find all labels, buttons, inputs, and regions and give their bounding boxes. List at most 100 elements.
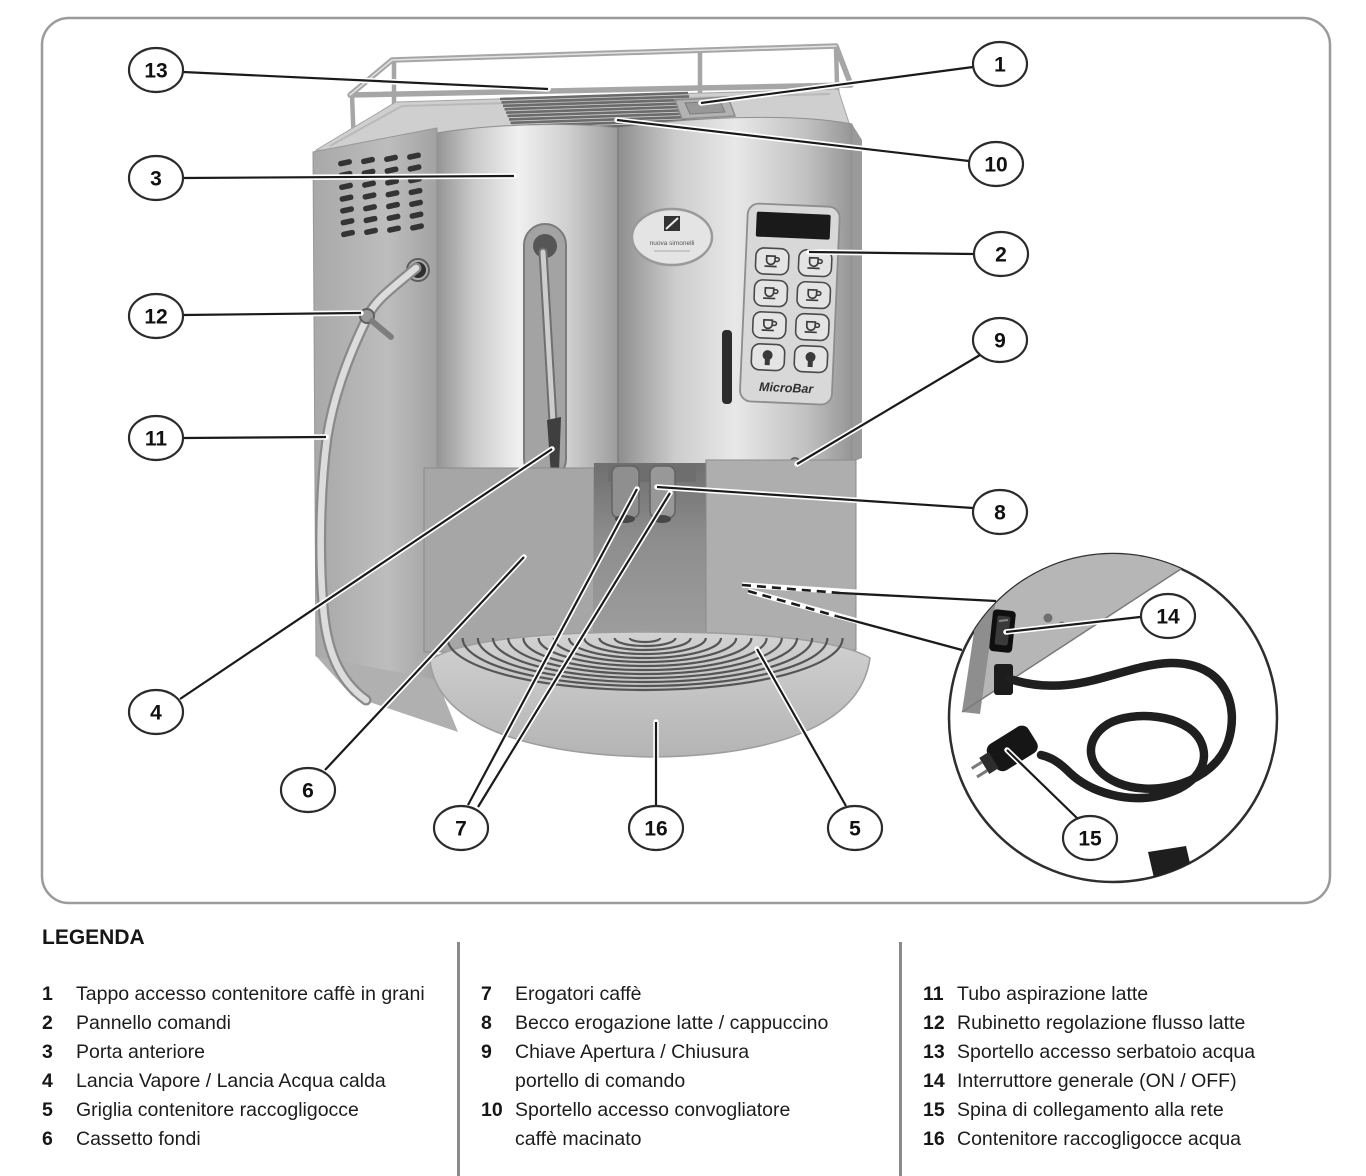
callout-number: 8 — [994, 502, 1006, 525]
callout-line — [467, 488, 638, 806]
legend-item-number: 11 — [923, 983, 944, 1005]
vent-slot — [384, 154, 398, 163]
callout-1: 1 — [698, 40, 1029, 106]
callout-number: 10 — [984, 154, 1007, 177]
vent-slot — [364, 227, 378, 236]
callout-line — [796, 354, 981, 465]
drip-ring — [491, 637, 799, 680]
detail-link-solid — [839, 591, 997, 603]
legend-item: 1 Tappo accesso contenitore caffè in gran… — [42, 980, 447, 1009]
vent-slot — [340, 218, 355, 226]
diagram-figure: nuova simonelli MicroBar — [40, 16, 1332, 905]
callout-number: 11 — [145, 428, 168, 451]
callout-line — [808, 250, 975, 256]
legend-item-number: 1 — [42, 983, 53, 1005]
vent-slot — [407, 152, 421, 160]
drip-ring — [628, 637, 662, 644]
legend-item-number: 5 — [42, 1099, 53, 1121]
legend-item-text: Porta anteriore — [76, 1041, 205, 1063]
grille-slat — [505, 105, 693, 114]
legend-item-text: Tubo aspirazione latte — [957, 983, 1149, 1005]
detail-link-lines — [741, 582, 997, 653]
legend-divider — [457, 942, 460, 1176]
panel-button — [793, 344, 829, 374]
door-slot — [722, 330, 732, 404]
power-switch — [989, 609, 1016, 653]
callout-10: 10 — [614, 117, 1025, 188]
callout-bubble — [279, 766, 337, 814]
legend-item-text: Tappo accesso contenitore caffè in grani — [76, 983, 425, 1005]
grille-slat — [504, 101, 692, 111]
legend-item-text: Erogatori caffè — [515, 983, 642, 1005]
legend-title: LEGENDA — [42, 926, 145, 949]
milk-tube — [315, 262, 422, 706]
panel-brand-label: MicroBar — [759, 380, 815, 396]
callout-bubble — [971, 488, 1029, 536]
power-cord — [1005, 658, 1236, 803]
vent-slot — [339, 194, 354, 202]
callout-line — [656, 485, 974, 510]
callout-bubble — [127, 414, 185, 462]
callout-3: 3 — [127, 154, 517, 202]
grille-slat — [510, 115, 697, 125]
detail-link-dashed — [747, 589, 837, 618]
drip-ring — [583, 637, 707, 656]
callout-number: 12 — [144, 306, 167, 329]
panel-button — [794, 312, 830, 342]
callout-number: 9 — [994, 330, 1006, 353]
drip-ring — [461, 637, 829, 688]
callout-15: 15 — [1004, 747, 1119, 862]
callout-line — [477, 492, 671, 808]
callout-14: 14 — [1003, 592, 1197, 640]
vent-slot — [362, 180, 376, 188]
callout-bubble — [967, 140, 1025, 188]
legend-item-number: 4 — [42, 1070, 53, 1092]
callout-line — [182, 70, 549, 91]
display-screen — [755, 211, 831, 240]
legend-item-number: 2 — [42, 1012, 53, 1034]
callout-8: 8 — [654, 484, 1029, 536]
callout-bubble — [1139, 592, 1197, 640]
panel-button — [750, 343, 786, 372]
drip-ring — [507, 637, 783, 676]
vent-slot — [385, 190, 400, 198]
legend-item: 11 Tubo aspirazione latte — [923, 980, 1353, 1009]
callout-number: 1 — [994, 54, 1006, 77]
callout-line — [324, 556, 525, 771]
body-right-edge — [852, 124, 862, 462]
vent-slot — [409, 211, 424, 219]
callout-number: 2 — [995, 244, 1007, 267]
callout-11: 11 — [127, 414, 329, 462]
legend-column-1: 1 Tappo accesso contenitore caffè in gran… — [42, 980, 447, 1154]
logo-text: nuova simonelli — [650, 240, 695, 247]
panel-button — [796, 280, 832, 310]
callout-line — [182, 435, 327, 440]
legend-item-text: Cassetto fondi — [76, 1128, 201, 1150]
control-panel: MicroBar — [739, 202, 841, 406]
callout-9: 9 — [794, 316, 1029, 467]
detail-link-solid — [835, 614, 963, 652]
legend-item-number-spacer — [481, 1067, 515, 1096]
vent-slot — [407, 164, 422, 172]
vent-slot — [339, 182, 353, 191]
vent-slot — [409, 199, 423, 208]
vent-slot — [408, 187, 423, 196]
drip-ring — [522, 637, 768, 672]
legend-item-text: Sportello accesso serbatoio acqua — [957, 1041, 1256, 1063]
legend-item-text: Chiave Apertura / Chiusura — [515, 1041, 750, 1063]
vent-slot — [385, 178, 399, 186]
drip-tray-grille — [446, 637, 844, 692]
callout-7: 7 — [432, 486, 673, 852]
legend-item-number: 13 — [923, 1041, 945, 1063]
legend-item-number: 7 — [481, 983, 492, 1005]
legend-item-number: 12 — [923, 1012, 945, 1034]
grille-slat — [501, 95, 690, 104]
coffee-spouts — [608, 464, 696, 523]
